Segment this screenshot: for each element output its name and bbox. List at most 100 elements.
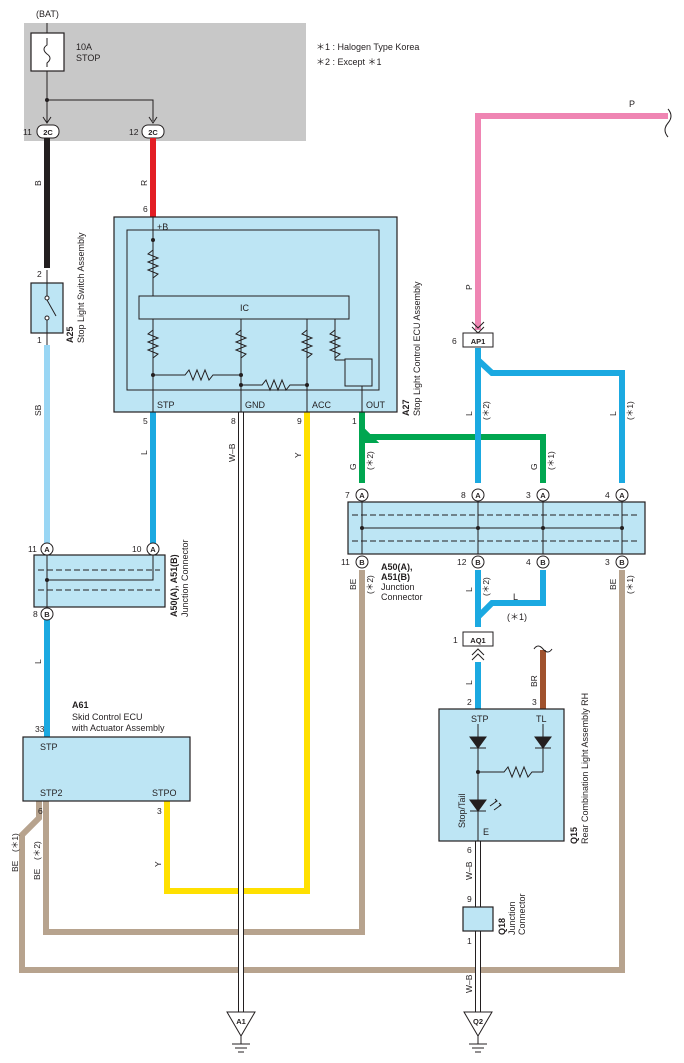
jc-right-pin-8: 8 <box>461 490 466 500</box>
label-wire-be-2-suffix: (＊1) <box>625 575 635 594</box>
a61-name-1: Skid Control ECU <box>72 712 143 722</box>
a27-pin-1: 1 <box>352 416 357 426</box>
wire-y <box>164 412 310 894</box>
wire-g-2 <box>359 427 380 483</box>
label-wire-be-4: BE <box>32 868 42 880</box>
connector-2c-pin-12: 12 <box>129 127 139 137</box>
ground-a1-label: A1 <box>236 1017 246 1026</box>
q15-name: Rear Combination Light Assembly RH <box>580 693 590 844</box>
connector-aq1: AQ1 1 <box>453 631 494 661</box>
label-wire-l-4: L <box>608 411 618 416</box>
wire-l-ap1-b <box>475 357 625 483</box>
label-wire-be-3: BE <box>10 860 20 872</box>
connector-ap1: AP1 6 <box>452 321 494 348</box>
junction-connector-left: A A B 11 10 8 A50(A), A51(B) Junction Co… <box>28 539 190 621</box>
a27-ic-label: IC <box>240 303 250 313</box>
jc-left-letter-b: B <box>44 610 50 619</box>
label-wire-sb: SB <box>33 404 43 416</box>
wire-g-1 <box>359 412 546 483</box>
jc-right-top-letter-2: A <box>475 491 481 500</box>
a61-term-stpo: STPO <box>152 788 177 798</box>
connector-2c-pin-11: 11 <box>23 127 32 137</box>
label-wire-b: B <box>33 180 43 186</box>
a27-name: Stop Light Control ECU Assembly <box>412 281 422 416</box>
jc-right-top-letter-4: A <box>619 491 625 500</box>
label-wire-be-4-suffix: (＊2) <box>32 841 42 860</box>
jc-left-letter-a2: A <box>150 545 156 554</box>
a27-term-stp: STP <box>157 400 175 410</box>
a25-pin-1: 1 <box>37 335 42 345</box>
label-wire-g-1: G <box>348 463 358 470</box>
label-wire-l-3: L <box>464 411 474 416</box>
q15-id: Q15 <box>569 827 579 844</box>
a25-name: Stop Light Switch Assembly <box>76 232 86 343</box>
junction-connector-right: A A A A 7 8 3 4 B B B B 11 12 4 3 A50(A)… <box>341 488 646 602</box>
jc-right-id-1: A50(A), <box>381 562 413 572</box>
q15-term-stop-tail: Stop/Tail <box>457 793 467 828</box>
ground-q2-label: Q2 <box>473 1017 483 1026</box>
label-wire-be-2: BE <box>608 578 618 590</box>
jc-left-pin-11: 11 <box>28 544 37 554</box>
q18-pin-9: 9 <box>467 894 472 904</box>
a27-id: A27 <box>401 399 411 416</box>
ap1-label: AP1 <box>471 337 486 346</box>
wire-continuation-icon-br <box>533 645 553 653</box>
jc-left-name: Junction Connector <box>180 539 190 617</box>
a61-pin-3: 3 <box>157 806 162 816</box>
jc-right-pin-3a: 3 <box>526 490 531 500</box>
jc-right-name-1: Junction <box>381 582 415 592</box>
jc-left-letter-a1: A <box>44 545 50 554</box>
q15-pin-2: 2 <box>467 697 472 707</box>
a27-pin-5: 5 <box>143 416 148 426</box>
wire-be-1 <box>19 570 625 973</box>
label-wire-y-2: Y <box>153 861 163 867</box>
jc-right-id-2: A51(B) <box>381 572 410 582</box>
a61-term-stp2: STP2 <box>40 788 63 798</box>
wire-wb-group <box>238 412 481 1012</box>
fuse-name: STOP <box>76 53 100 63</box>
switch-icon <box>46 299 57 317</box>
jc-right-pin-3b: 3 <box>605 557 610 567</box>
fuse-amp: 10A <box>76 42 92 52</box>
a61-id: A61 <box>72 700 89 710</box>
diode-icon-2 <box>534 736 552 749</box>
q18-name-2: Connector <box>517 893 527 935</box>
label-wire-wb-1: W–B <box>227 443 237 462</box>
a61-term-stp: STP <box>40 742 58 752</box>
a61-pin-6: 6 <box>38 806 43 816</box>
a27-term-acc: ACC <box>312 400 332 410</box>
a25-pin-2: 2 <box>37 269 42 279</box>
label-wire-l-4-suffix: (＊1) <box>625 401 635 420</box>
label-wire-l-6-suffix: (＊1) <box>507 612 527 622</box>
label-wire-l-3-suffix: (＊2) <box>481 401 491 420</box>
q18-id: Q18 <box>497 918 507 935</box>
stop-light-switch: 2 1 A25 Stop Light Switch Assembly <box>30 232 86 345</box>
label-wire-g-2-suffix: (＊1) <box>546 451 556 470</box>
led-icon <box>469 799 487 812</box>
wire-harness <box>19 113 668 973</box>
stop-light-control-ecu: 6 +B IC STP GND ACC OUT 5 8 9 1 A27 <box>113 204 422 426</box>
jc-right-pin-11: 11 <box>341 557 350 567</box>
label-wire-l-5: L <box>464 587 474 592</box>
fuse-box: (BAT) 10A STOP <box>24 9 306 141</box>
a27-term-gnd: GND <box>245 400 266 410</box>
q15-term-stp: STP <box>471 714 489 724</box>
label-wire-wb-2: W–B <box>464 861 474 880</box>
jc-right-pin-4b: 4 <box>526 557 531 567</box>
junction-connector-q18: 9 1 Q18 Junction Connector <box>462 893 527 946</box>
aq1-pin: 1 <box>453 635 458 645</box>
wire-be-2 <box>43 570 365 935</box>
diode-icon <box>469 736 487 749</box>
label-wire-l-2: L <box>33 659 43 664</box>
label-wire-p-2: P <box>629 99 635 109</box>
connector-2c-right-label: 2C <box>148 128 158 137</box>
resistor-icon <box>146 249 160 279</box>
a27-pin-6: 6 <box>143 204 148 214</box>
a61-pin-33: 33 <box>35 724 45 734</box>
ground-q2: Q2 <box>463 1011 493 1053</box>
wire-l-aq1-b <box>475 570 546 620</box>
a61-name-2: with Actuator Assembly <box>71 723 165 733</box>
skid-control-ecu: 33 STP STP2 STPO 6 3 A61 Skid Control EC… <box>22 700 191 816</box>
jc-right-name-2: Connector <box>381 592 423 602</box>
label-wire-g-2: G <box>529 463 539 470</box>
